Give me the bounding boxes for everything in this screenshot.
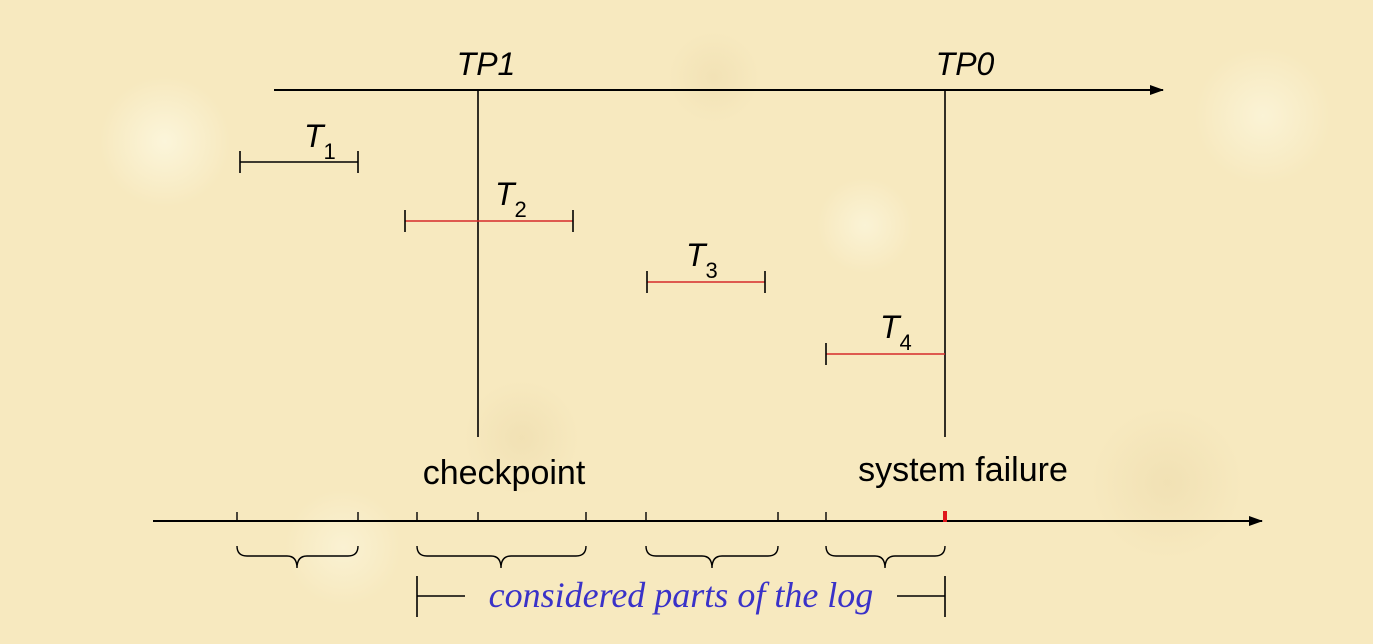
log-brace-4 <box>825 545 946 569</box>
transaction-t2-letter: T <box>495 176 517 212</box>
log-brace-1 <box>236 545 359 569</box>
transaction-t3-sub: 3 <box>706 258 718 283</box>
transaction-t2-sub: 2 <box>515 197 527 222</box>
transaction-t2-ticks <box>404 210 574 232</box>
transaction-t4-sub: 4 <box>900 330 912 355</box>
system-failure-label: system failure <box>858 451 1068 489</box>
transaction-t1 <box>239 151 359 173</box>
transaction-t1-sub: 1 <box>324 139 336 164</box>
considered-range-bracket <box>416 576 946 617</box>
tp1-label: TP1 <box>457 46 516 82</box>
transaction-t1-label: T1 <box>304 118 336 164</box>
transaction-t3-letter: T <box>686 237 708 273</box>
transaction-t4-letter: T <box>880 309 902 345</box>
considered-parts-label: considered parts of the log <box>489 575 874 615</box>
transaction-t3-ticks <box>646 271 766 293</box>
transaction-t4-label: T4 <box>880 309 912 355</box>
log-axis-ticks <box>236 512 827 521</box>
tp0-label: TP0 <box>936 46 995 82</box>
transaction-t1-letter: T <box>304 118 326 154</box>
checkpoint-label: checkpoint <box>423 454 586 492</box>
log-brace-2 <box>416 545 587 569</box>
log-brace-3 <box>645 545 779 569</box>
transaction-t2-label: T2 <box>495 176 527 222</box>
transaction-t3-label: T3 <box>686 237 718 283</box>
